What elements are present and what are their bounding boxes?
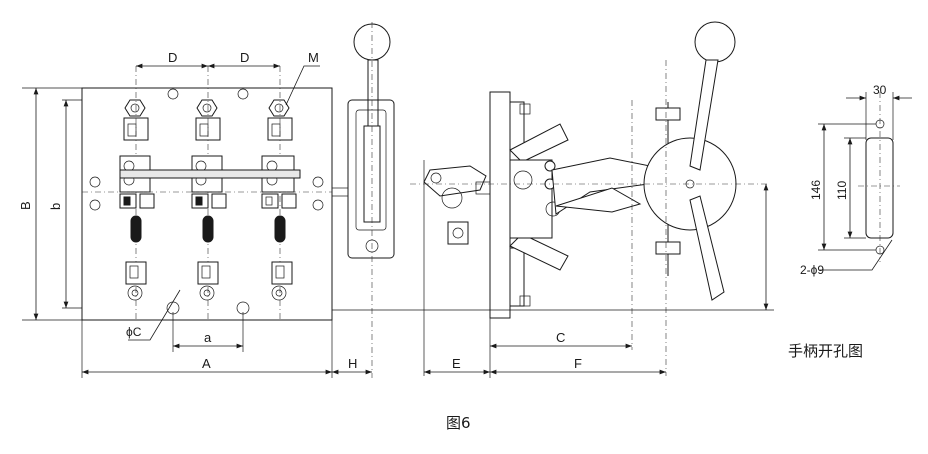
label-b: b bbox=[48, 203, 63, 210]
figure-caption: 图6 bbox=[446, 414, 471, 432]
mounting-plate bbox=[489, 91, 511, 319]
mount-hole bbox=[89, 199, 101, 211]
label-C: C bbox=[556, 330, 565, 345]
label-M: M bbox=[308, 50, 319, 65]
mount-hole bbox=[312, 176, 324, 188]
label-E: E bbox=[452, 356, 461, 371]
pole-1 bbox=[119, 66, 155, 320]
mount-hole bbox=[237, 88, 249, 100]
label-H: H bbox=[348, 356, 357, 371]
handle-frame bbox=[347, 99, 395, 259]
mount-hole bbox=[89, 176, 101, 188]
handle-hole-view bbox=[858, 92, 900, 262]
dimensions bbox=[22, 63, 912, 378]
operating-shaft bbox=[119, 169, 301, 179]
handle-knob bbox=[353, 23, 391, 61]
dimension-labels: D D M B b ϕC a A H E C F 30 146 110 2-ϕ9 bbox=[18, 50, 887, 371]
pole-2 bbox=[191, 66, 227, 320]
pole-3 bbox=[261, 66, 297, 320]
label-110: 110 bbox=[835, 181, 849, 200]
mount-hole bbox=[167, 88, 179, 100]
label-146: 146 bbox=[809, 180, 823, 200]
left-pivot bbox=[430, 172, 442, 184]
handle-view bbox=[331, 22, 395, 378]
front-view bbox=[81, 66, 333, 321]
label-phiC: ϕC bbox=[126, 325, 142, 339]
label-D-2: D bbox=[240, 50, 249, 65]
label-D-1: D bbox=[168, 50, 177, 65]
label-a: a bbox=[204, 330, 212, 345]
side-view bbox=[410, 21, 770, 376]
label-A: A bbox=[202, 356, 211, 371]
mount-hole bbox=[312, 199, 324, 211]
label-F: F bbox=[574, 356, 582, 371]
rotary-handle-knob bbox=[694, 21, 736, 63]
label-2-phi9: 2-ϕ9 bbox=[800, 263, 824, 277]
label-B: B bbox=[18, 201, 33, 210]
label-30: 30 bbox=[873, 83, 887, 97]
handle-hole-caption: 手柄开孔图 bbox=[788, 342, 864, 360]
handle-slot bbox=[865, 137, 894, 239]
